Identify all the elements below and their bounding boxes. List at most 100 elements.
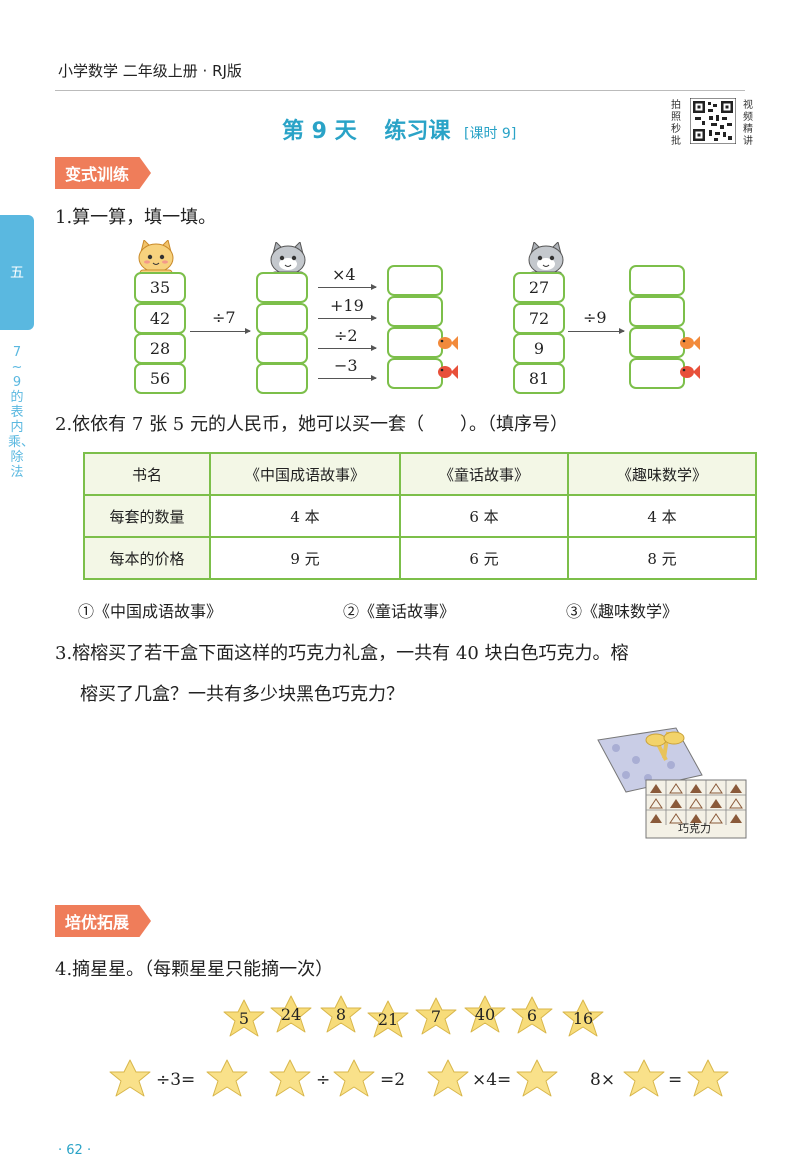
equation-operator: ÷3= (156, 1070, 196, 1090)
answer-box[interactable] (387, 327, 443, 358)
arrow-icon (318, 375, 377, 381)
empty-star-slot[interactable] (515, 1058, 559, 1100)
unit-topic: 7~9的表内乘、除法 (8, 345, 35, 480)
goldfish-icon (436, 333, 458, 357)
answer-box[interactable] (629, 327, 685, 358)
star-number: 40 (474, 1005, 496, 1024)
input-number-box: 72 (513, 303, 565, 334)
option-1[interactable]: ①《中国成语故事》 (78, 602, 223, 621)
answer-box[interactable] (629, 265, 685, 296)
empty-star-slot[interactable] (268, 1058, 312, 1100)
table-cell: 每套的数量 (83, 494, 211, 538)
input-number-box: 9 (513, 333, 565, 364)
empty-star-slot[interactable] (332, 1058, 376, 1100)
arrow-icon (568, 328, 625, 334)
answer-box[interactable] (629, 296, 685, 327)
empty-star-slot[interactable] (686, 1058, 730, 1100)
table-cell: 《趣味数学》 (567, 452, 757, 496)
equation-operator: = (668, 1070, 683, 1090)
operator-label: ÷9 (583, 308, 607, 327)
equation-operator: 8× (590, 1070, 616, 1090)
star-number: 5 (238, 1009, 250, 1028)
number-star[interactable]: 40 (463, 994, 507, 1036)
header-divider (55, 90, 745, 91)
star-number: 24 (280, 1005, 302, 1024)
arrow-icon (318, 345, 377, 351)
number-star[interactable]: 7 (414, 996, 458, 1038)
lesson-day: 第 9 天 (282, 119, 357, 144)
table-header-row: 书名 《中国成语故事》 《童话故事》 《趣味数学》 (83, 452, 757, 496)
table-cell: 6 元 (399, 536, 569, 580)
input-number-box: 42 (134, 303, 186, 334)
operator-label: +19 (330, 296, 364, 315)
answer-box[interactable] (387, 265, 443, 296)
operator-label: −3 (334, 356, 358, 375)
arrow-icon (318, 284, 377, 290)
number-star[interactable]: 6 (510, 995, 554, 1037)
answer-box[interactable] (256, 272, 308, 303)
table-cell: 6 本 (399, 494, 569, 538)
chocolate-box-illustration: 巧克力 (596, 720, 756, 849)
star-number: 6 (526, 1006, 538, 1025)
qr-left-label: 拍照秒批 (671, 100, 681, 147)
question-1-text: 1.算一算，填一填。 (55, 207, 217, 228)
chocolate-box-label: 巧克力 (678, 822, 711, 835)
table-cell: 书名 (83, 452, 211, 496)
equation-operator: ×4= (472, 1070, 512, 1090)
empty-star-slot[interactable] (426, 1058, 470, 1100)
equation-operator: ÷ (316, 1070, 331, 1090)
star-number: 7 (430, 1007, 442, 1026)
arrow-icon (318, 315, 377, 321)
page-number-value: 62 (66, 1143, 83, 1158)
star-number: 8 (335, 1005, 347, 1024)
table-cell: 8 元 (567, 536, 757, 580)
number-star[interactable]: 8 (319, 994, 363, 1036)
question-3-text-cont: 榕买了几盒？一共有多少块黑色巧克力？ (80, 684, 404, 705)
answer-box[interactable] (256, 303, 308, 334)
answer-box[interactable] (387, 296, 443, 327)
qr-right-label: 视频精讲 (743, 100, 753, 147)
empty-star-slot[interactable] (622, 1058, 666, 1100)
goldfish-icon (678, 333, 700, 357)
input-number-box: 56 (134, 363, 186, 394)
number-star[interactable]: 21 (366, 999, 410, 1041)
operator-label: ÷7 (212, 308, 236, 327)
goldfish-icon (436, 362, 458, 386)
star-number: 21 (377, 1010, 399, 1029)
number-star[interactable]: 5 (222, 998, 266, 1040)
lesson-name: 练习课 (384, 119, 451, 144)
book-price-table: 书名 《中国成语故事》 《童话故事》 《趣味数学》 每套的数量 4 本 6 本 … (83, 452, 757, 580)
unit-number: 五 (10, 265, 24, 281)
answer-box[interactable] (256, 333, 308, 364)
section-tag-variant: 变式训练 (55, 157, 152, 189)
operator-label: ×4 (332, 265, 356, 284)
book-title: 小学数学 二年级上册 · RJ版 (58, 62, 242, 80)
answer-box[interactable] (256, 363, 308, 394)
input-number-box: 81 (513, 363, 565, 394)
empty-star-slot[interactable] (205, 1058, 249, 1100)
question-4-text: 4.摘星星。（每颗星星只能摘一次） (55, 959, 334, 980)
lesson-title: 第 9 天 练习课 [课时 9] (282, 113, 516, 145)
question-3-text: 3.榕榕买了若干盒下面这样的巧克力礼盒，一共有 40 块白色巧克力。榕 (55, 643, 629, 664)
option-2[interactable]: ②《童话故事》 (343, 602, 456, 621)
table-row: 每本的价格 9 元 6 元 8 元 (83, 536, 757, 580)
qr-code-icon[interactable] (689, 97, 737, 145)
lesson-period: [课时 9] (464, 126, 517, 142)
table-cell: 《童话故事》 (399, 452, 569, 496)
answer-box[interactable] (629, 358, 685, 389)
input-number-box: 28 (134, 333, 186, 364)
number-star[interactable]: 24 (269, 994, 313, 1036)
operator-label: ÷2 (334, 326, 358, 345)
empty-star-slot[interactable] (108, 1058, 152, 1100)
table-cell: 每本的价格 (83, 536, 211, 580)
section-tag-advanced: 培优拓展 (55, 905, 152, 937)
star-number: 16 (572, 1009, 594, 1028)
page-number: · 62 · (58, 1143, 92, 1158)
question-2-text: 2.依依有 7 张 5 元的人民币，她可以买一套（ ）。（填序号） (55, 414, 568, 435)
input-number-box: 27 (513, 272, 565, 303)
number-star[interactable]: 16 (561, 998, 605, 1040)
table-cell: 4 本 (209, 494, 401, 538)
option-3[interactable]: ③《趣味数学》 (566, 602, 679, 621)
equation-operator: =2 (380, 1070, 406, 1090)
answer-box[interactable] (387, 358, 443, 389)
